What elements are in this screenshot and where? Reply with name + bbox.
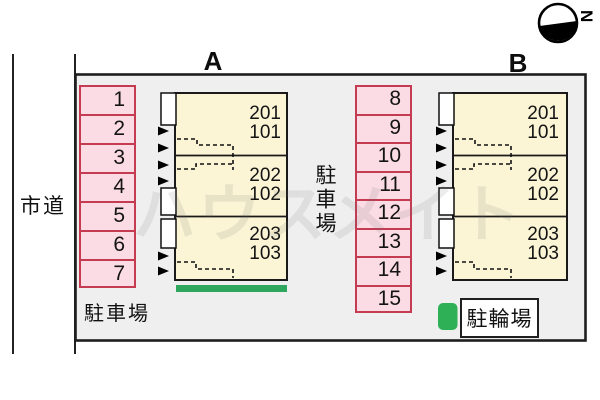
stall-divider [81, 259, 134, 261]
compass-icon: N [537, 2, 596, 44]
parking-spot-number: 7 [113, 262, 125, 285]
entry-porches-b [438, 92, 455, 249]
bicycle-parking-swatch [438, 303, 458, 330]
unit-lower: 102 [249, 183, 281, 205]
unit-upper: 202 [249, 165, 281, 186]
parking-spot-number: 9 [389, 115, 401, 139]
unit-label-a3: 203 103 [177, 224, 281, 264]
building-a [158, 92, 288, 292]
building-b-title: B [508, 48, 528, 78]
parking-spot-number: 11 [379, 172, 401, 196]
parking-column-a [79, 85, 136, 288]
stall-divider [357, 284, 410, 287]
compass-north-label: N [577, 10, 596, 22]
stair-paths-b [455, 138, 512, 278]
unit-lower: 101 [249, 121, 281, 143]
stall-divider [81, 114, 134, 116]
unit-lower: 103 [527, 242, 559, 264]
entry-arrows-b [436, 126, 447, 276]
parking-spot-number: 4 [113, 175, 125, 198]
unit-upper: 203 [527, 224, 559, 245]
stall-divider [357, 170, 410, 173]
stall-divider [357, 142, 410, 144]
parking-spot-number: 13 [377, 229, 401, 253]
unit-lower: 103 [249, 242, 281, 264]
entry-arrows-a [158, 126, 169, 276]
entry-porches-a [160, 92, 177, 249]
unit-lower: 101 [527, 121, 559, 143]
parking-spot-number: 14 [377, 258, 401, 281]
unit-label-b2: 202 102 [455, 165, 559, 205]
stair-paths-a [177, 138, 234, 278]
parking-spot-number: 15 [377, 286, 401, 310]
stall-divider [357, 227, 410, 230]
unit-label-a2: 202 102 [177, 165, 281, 205]
bicycle-parking-label: 駐輪場 [460, 298, 539, 338]
stall-divider [357, 199, 410, 201]
road-label: 市道 [20, 195, 66, 218]
green-strip [176, 285, 287, 292]
parking-area-label-middle: 駐車場 [313, 164, 336, 236]
stall-divider [357, 256, 410, 258]
unit-upper: 202 [527, 165, 559, 186]
parking-spot-number: 2 [113, 117, 125, 140]
unit-label-b1: 201 101 [455, 103, 559, 143]
stall-divider [81, 143, 134, 145]
unit-label-a1: 201 101 [177, 103, 281, 143]
parking-spot-number: 5 [113, 204, 125, 227]
stall-divider [81, 201, 134, 203]
building-a-title: A [203, 46, 223, 76]
unit-upper: 201 [527, 103, 559, 124]
unit-upper: 203 [249, 224, 281, 245]
unit-label-b3: 203 103 [455, 224, 559, 264]
parking-column-b [355, 85, 412, 313]
parking-spot-number: 8 [389, 87, 401, 110]
stall-divider [81, 172, 134, 174]
parking-spot-number: 1 [113, 88, 125, 111]
parking-spot-number: 6 [113, 233, 125, 256]
building-b [436, 92, 568, 281]
unit-upper: 201 [249, 103, 281, 124]
unit-lower: 102 [527, 183, 559, 205]
stall-divider [357, 113, 410, 116]
parking-spot-number: 3 [113, 146, 125, 169]
parking-area-label-left: 駐車場 [84, 303, 150, 325]
stall-divider [81, 230, 134, 232]
parking-spot-number: 10 [377, 144, 401, 167]
parking-spot-number: 12 [377, 201, 401, 224]
